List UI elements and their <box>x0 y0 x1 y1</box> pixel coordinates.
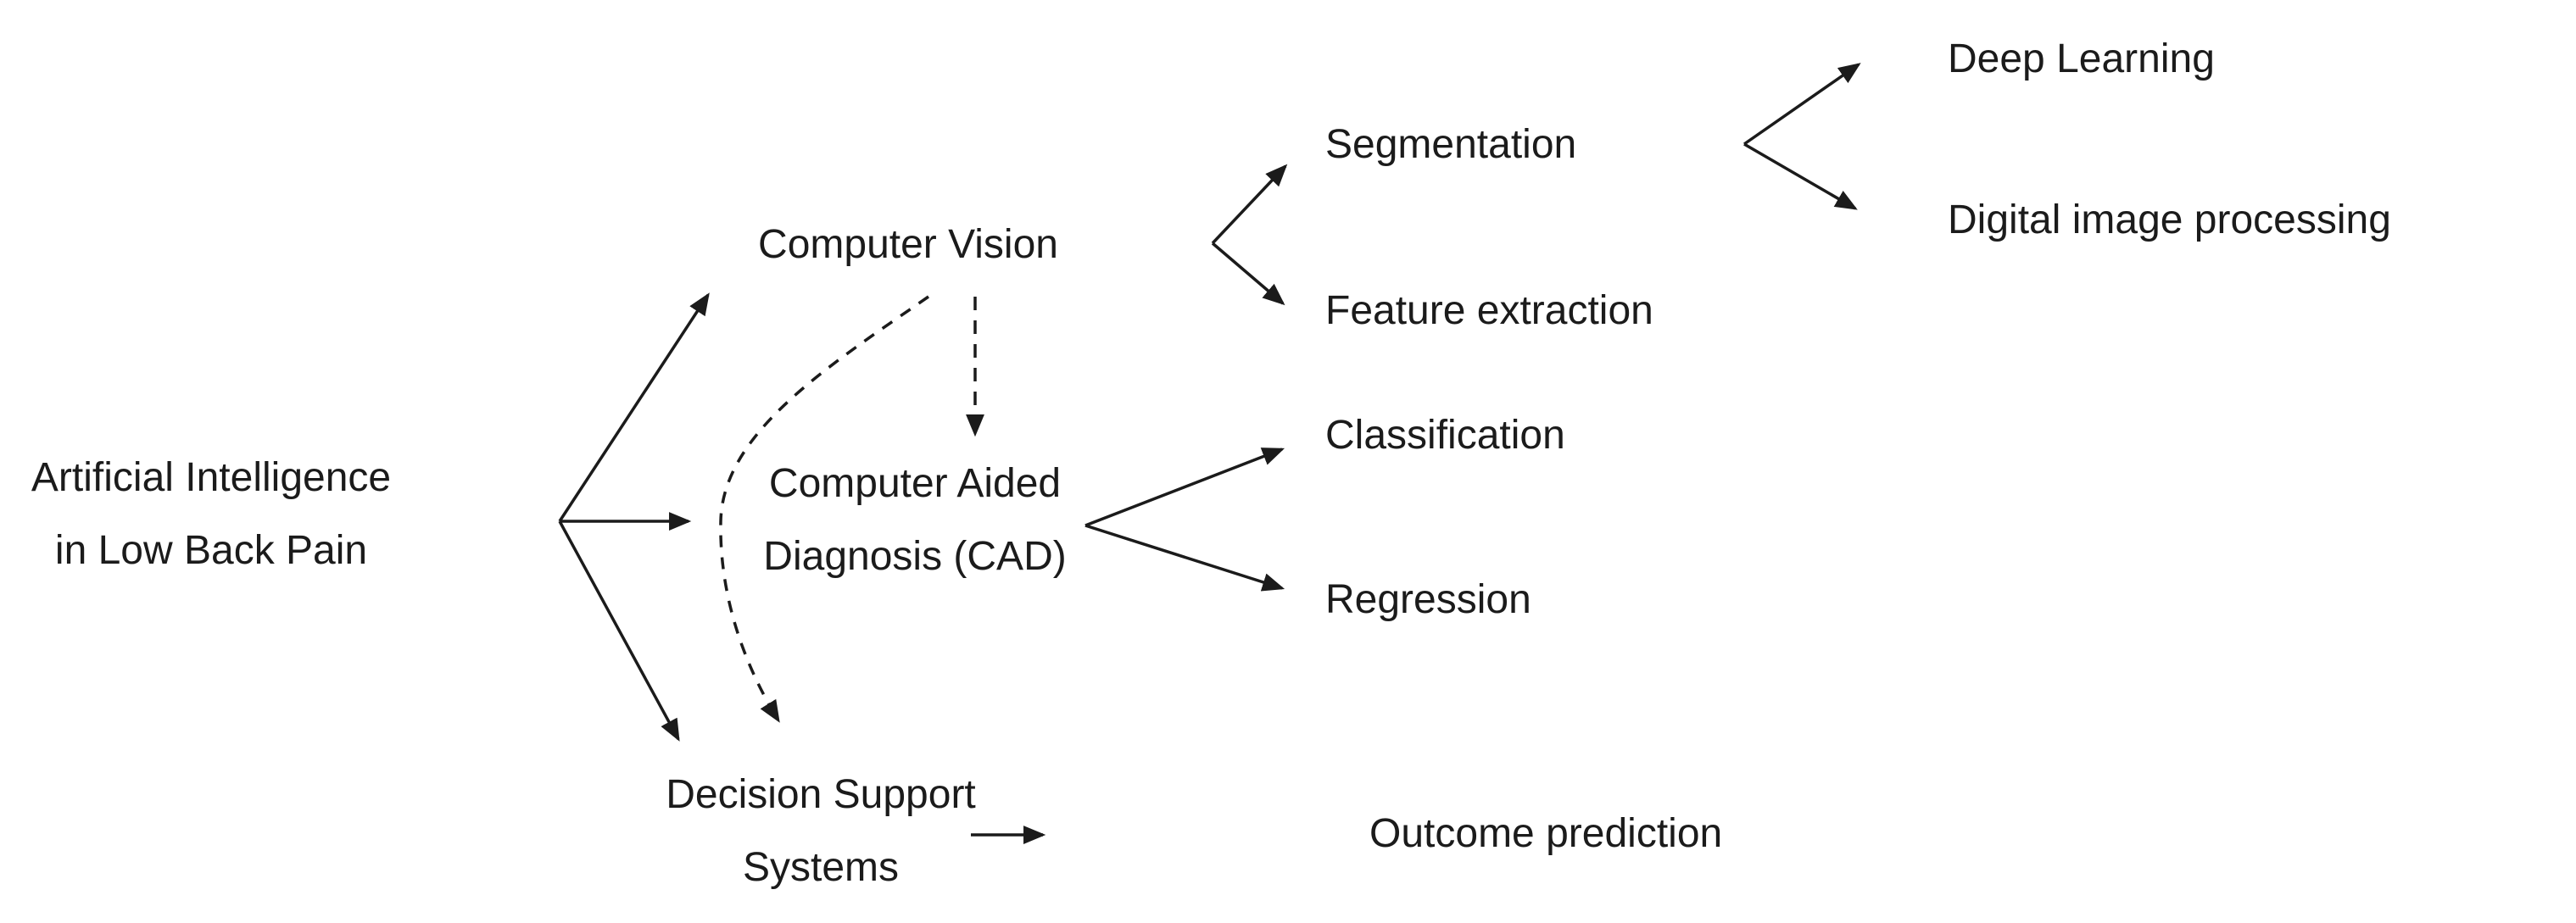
node-computer-vision: Computer Vision <box>758 220 1058 270</box>
node-classification: Classification <box>1325 410 1565 461</box>
node-dss-line2: Systems <box>742 845 900 890</box>
node-deep-learning: Deep Learning <box>1948 34 2215 85</box>
node-root-line2: in Low Back Pain <box>54 528 368 573</box>
edge-root-to-computer-vision <box>558 292 710 522</box>
edge-computer-vision-to-feature-extraction <box>1211 242 1285 306</box>
node-dss-line1: Decision Support <box>666 772 976 817</box>
node-root: Artificial Intelligence in Low Back Pain <box>31 442 391 587</box>
node-feature-extraction: Feature extraction <box>1325 286 1653 336</box>
edge-root-to-dss <box>558 520 680 742</box>
node-segmentation-label: Segmentation <box>1325 122 1577 167</box>
edge-segmentation-to-deep-learning <box>1743 63 1861 146</box>
node-cad-line1: Computer Aided <box>768 461 1062 506</box>
node-computer-vision-label: Computer Vision <box>758 222 1058 267</box>
node-root-line1: Artificial Intelligence <box>31 455 392 500</box>
edge-cad-to-classification <box>1084 448 1285 527</box>
node-outcome-prediction-label: Outcome prediction <box>1369 811 1723 856</box>
node-cad: Computer Aided Diagnosis (CAD) <box>763 448 1066 593</box>
edge-computer-vision-to-segmentation <box>1211 164 1288 245</box>
node-digital-image-processing: Digital image processing <box>1948 195 2391 246</box>
node-deep-learning-label: Deep Learning <box>1948 36 2215 81</box>
node-regression: Regression <box>1325 575 1531 626</box>
node-classification-label: Classification <box>1325 413 1565 458</box>
node-cad-line2: Diagnosis (CAD) <box>763 534 1067 579</box>
node-digital-image-processing-label: Digital image processing <box>1948 197 2391 242</box>
edge-cad-to-regression <box>1084 524 1285 592</box>
edge-segmentation-to-digital-image-processing <box>1743 142 1858 210</box>
node-feature-extraction-label: Feature extraction <box>1325 288 1653 333</box>
node-outcome-prediction: Outcome prediction <box>1369 809 1722 859</box>
node-segmentation: Segmentation <box>1325 120 1576 170</box>
node-dss: Decision Support Systems <box>666 759 976 904</box>
node-regression-label: Regression <box>1325 577 1531 622</box>
